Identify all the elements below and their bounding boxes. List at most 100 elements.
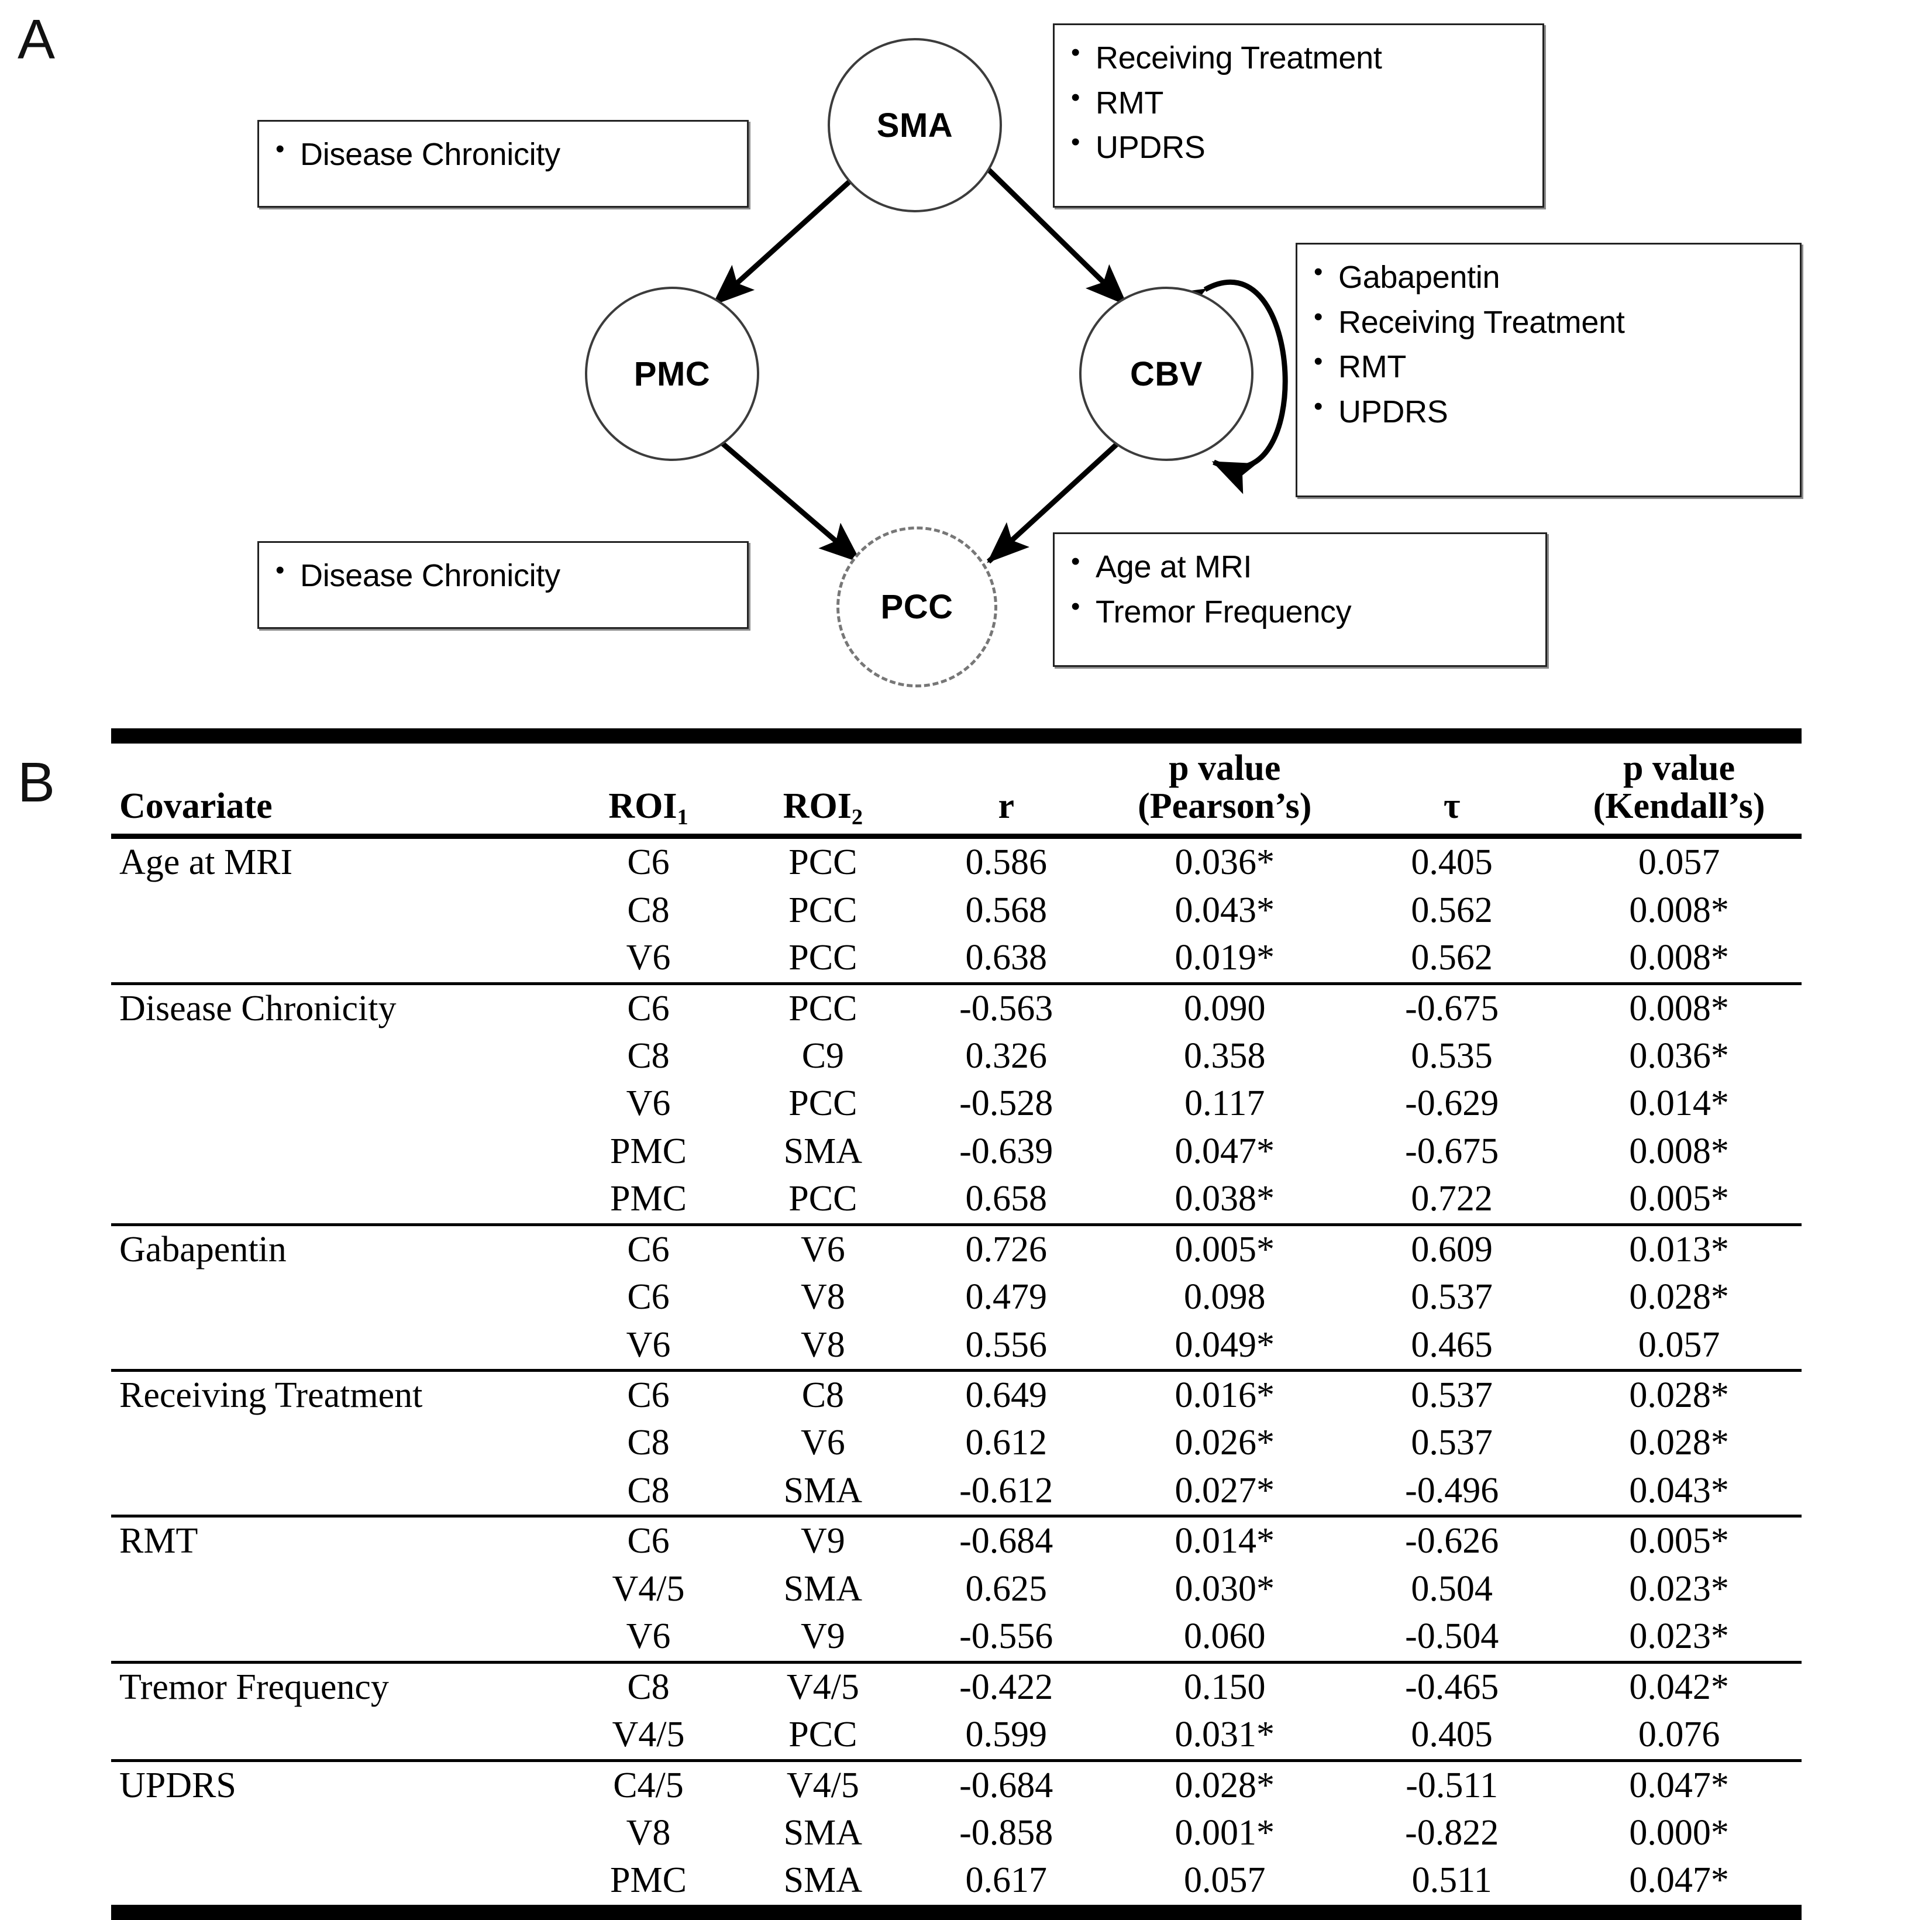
- cell-r: -0.684: [959, 1765, 1053, 1805]
- cell-r: -0.556: [959, 1616, 1053, 1657]
- cell-covariate: [111, 1128, 561, 1175]
- cell-roi1: C4/5: [613, 1765, 684, 1805]
- cell-covariate: [111, 1711, 561, 1760]
- cell-p-kendall: 0.023*: [1629, 1568, 1729, 1609]
- node-pmc-label: PMC: [633, 355, 711, 393]
- cell-covariate: [111, 1613, 561, 1662]
- cell-r: 0.638: [965, 938, 1047, 978]
- cell-p-pearson: 0.036*: [1175, 842, 1275, 883]
- cell-roi2: V4/5: [786, 1667, 859, 1707]
- list-item: Disease Chronicity: [275, 552, 733, 598]
- cell-roi1: C6: [627, 1521, 670, 1561]
- cell-roi1: C8: [627, 1035, 670, 1076]
- cell-covariate: [111, 1565, 561, 1613]
- cell-p-kendall: 0.036*: [1629, 1035, 1729, 1076]
- cell-tau: -0.504: [1405, 1616, 1499, 1657]
- cell-p-kendall: 0.008*: [1629, 890, 1729, 930]
- cell-p-kendall: 0.008*: [1629, 1131, 1729, 1171]
- cell-covariate: [111, 1033, 561, 1080]
- cell-p-pearson: 0.031*: [1175, 1715, 1275, 1755]
- cell-r: 0.568: [965, 890, 1047, 930]
- cell-r: 0.726: [965, 1229, 1047, 1269]
- cell-tau: 0.537: [1411, 1423, 1493, 1463]
- node-pcc[interactable]: PCC: [836, 527, 997, 687]
- cell-roi1: C8: [627, 1423, 670, 1463]
- cell-p-pearson: 0.057: [1184, 1860, 1266, 1901]
- cell-roi1: C6: [627, 1375, 670, 1415]
- covariate-box-sma-left: Disease Chronicity: [257, 120, 749, 208]
- list-item: Disease Chronicity: [275, 131, 733, 177]
- cell-p-kendall: 0.028*: [1629, 1423, 1729, 1463]
- cell-roi2: PCC: [788, 1179, 857, 1219]
- cell-covariate: Age at MRI: [119, 842, 293, 883]
- column-header-roi1-main: ROI: [608, 786, 677, 827]
- cell-roi2: V6: [800, 1229, 845, 1269]
- covariate-box-sma-right: Receiving Treatment RMT UPDRS: [1053, 23, 1544, 208]
- cell-covariate: [111, 887, 561, 934]
- column-header-p-kendall: p value(Kendall’s): [1556, 736, 1802, 837]
- cell-roi2: SMA: [783, 1470, 863, 1510]
- cell-roi2: SMA: [783, 1568, 863, 1609]
- cell-tau: -0.822: [1405, 1812, 1499, 1853]
- cell-p-pearson: 0.038*: [1175, 1179, 1275, 1219]
- list-item: Tremor Frequency: [1071, 589, 1531, 635]
- cell-roi1: V6: [626, 1083, 671, 1124]
- cell-r: 0.617: [965, 1860, 1047, 1901]
- cell-roi1: C8: [627, 1470, 670, 1510]
- column-header-p-pearson-line1: p value: [1169, 748, 1281, 788]
- statistics-table: Covariate ROI1 ROI2 r p value(Pearson’s)…: [111, 728, 1802, 1920]
- node-sma[interactable]: SMA: [828, 38, 1002, 212]
- cell-roi2: PCC: [788, 890, 857, 930]
- node-pmc[interactable]: PMC: [585, 287, 759, 461]
- cell-covariate: [111, 1322, 561, 1371]
- cell-tau: 0.405: [1411, 842, 1493, 883]
- cell-covariate: UPDRS: [119, 1765, 236, 1805]
- cell-p-pearson: 0.090: [1184, 988, 1266, 1028]
- cell-p-pearson: 0.030*: [1175, 1568, 1275, 1609]
- column-header-roi2-sub: 2: [851, 804, 863, 830]
- list-item: UPDRS: [1314, 388, 1786, 435]
- cell-roi1: V4/5: [612, 1715, 685, 1755]
- cell-tau: 0.511: [1411, 1860, 1492, 1901]
- cell-p-kendall: 0.005*: [1629, 1521, 1729, 1561]
- cell-tau: -0.675: [1405, 988, 1499, 1028]
- cell-roi2: PCC: [788, 1715, 857, 1755]
- cell-p-pearson: 0.098: [1184, 1277, 1266, 1317]
- column-header-tau: τ: [1443, 786, 1461, 827]
- cell-tau: 0.562: [1411, 938, 1493, 978]
- covariate-box-cbv-right: Gabapentin Receiving Treatment RMT UPDRS: [1296, 243, 1802, 497]
- cell-roi2: PCC: [788, 842, 857, 883]
- covariate-box-pcc-right: Age at MRI Tremor Frequency: [1053, 532, 1547, 667]
- cell-p-kendall: 0.005*: [1629, 1179, 1729, 1219]
- cell-r: -0.422: [959, 1667, 1053, 1707]
- list-item: Gabapentin: [1314, 254, 1786, 300]
- cell-p-pearson: 0.014*: [1175, 1521, 1275, 1561]
- cell-covariate: [111, 1467, 561, 1516]
- cell-p-kendall: 0.028*: [1629, 1277, 1729, 1317]
- cell-p-pearson: 0.047*: [1175, 1131, 1275, 1171]
- cell-tau: 0.537: [1411, 1277, 1493, 1317]
- cell-roi1: C6: [627, 842, 670, 883]
- panel-a-label: A: [18, 8, 56, 71]
- node-cbv[interactable]: CBV: [1079, 287, 1253, 461]
- cell-tau: 0.562: [1411, 890, 1493, 930]
- list-item: Receiving Treatment: [1071, 35, 1528, 81]
- cell-roi1: C6: [627, 1229, 670, 1269]
- cell-tau: 0.722: [1411, 1179, 1493, 1219]
- cell-roi2: V6: [800, 1423, 845, 1463]
- cell-tau: 0.535: [1411, 1035, 1493, 1076]
- cell-p-pearson: 0.001*: [1175, 1812, 1275, 1853]
- panel-a-diagram: A SMA PMC CBV PCC Disease Chronicity: [0, 0, 1932, 702]
- cell-r: -0.528: [959, 1083, 1053, 1124]
- cell-p-pearson: 0.019*: [1175, 938, 1275, 978]
- cell-p-pearson: 0.150: [1184, 1667, 1266, 1707]
- cell-r: 0.658: [965, 1179, 1047, 1219]
